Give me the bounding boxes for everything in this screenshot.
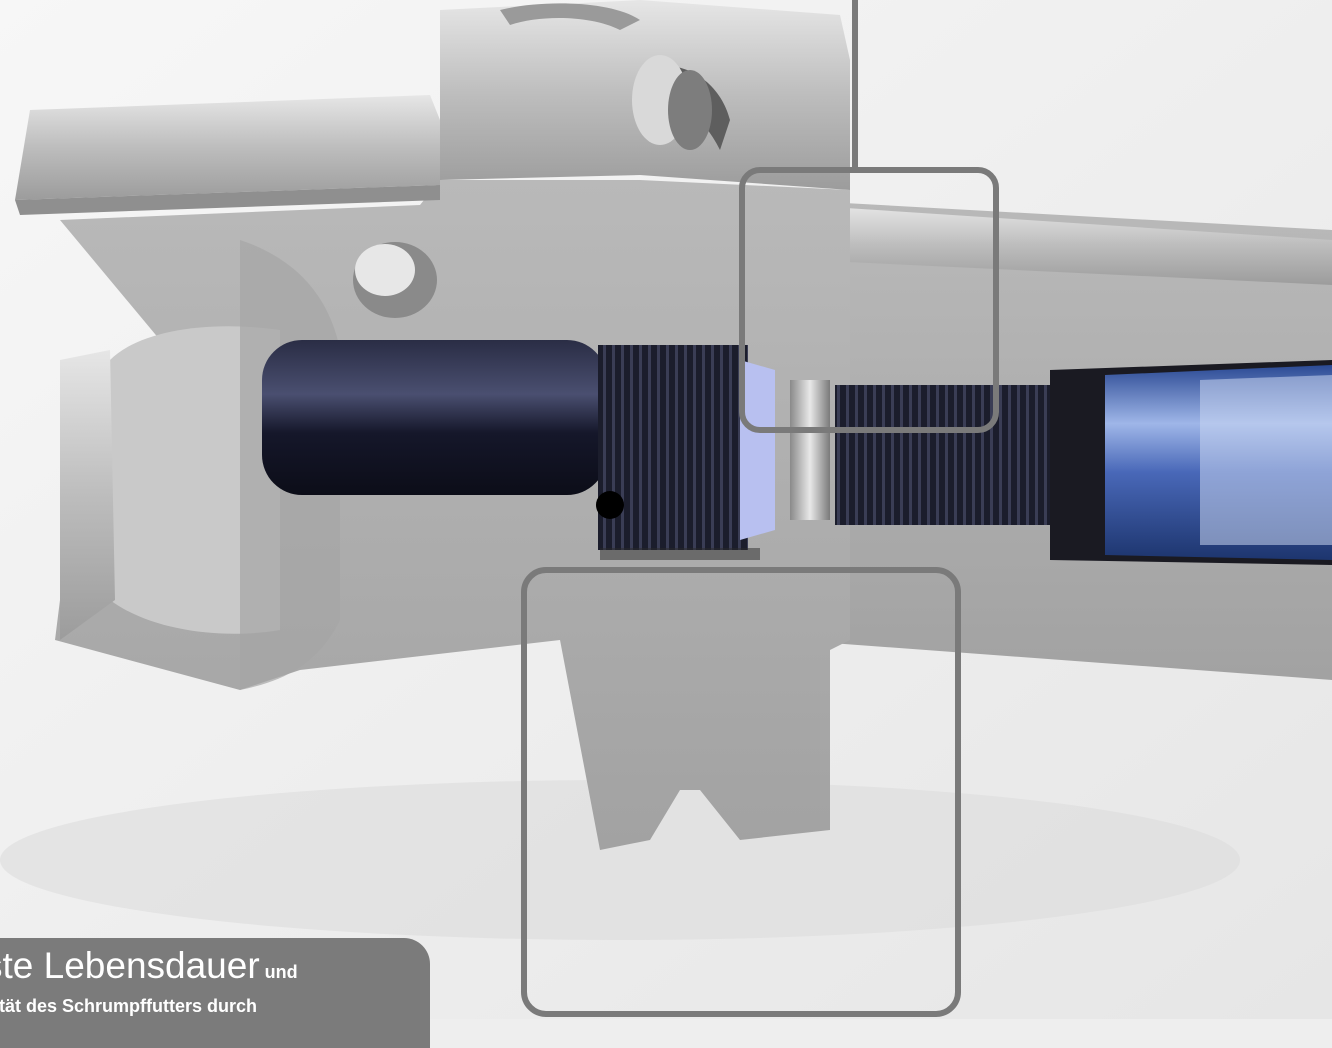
caption-box: ste Lebensdauer und ilität des Schrumpff… [0, 938, 430, 1048]
highlight-frame-flange [521, 567, 961, 1017]
tool-holder-cross-section-illustration [0, 0, 1332, 1019]
caption-line-2: ilität des Schrumpffutters durch [0, 996, 258, 1016]
caption-connector: und [259, 962, 298, 982]
highlight-frame-clamping [739, 167, 999, 433]
pull-stud-thread [598, 345, 748, 550]
caption-heading: ste Lebensdauer [0, 945, 260, 986]
pull-stud [262, 340, 607, 495]
tool-thread [835, 385, 1050, 525]
caption-line-1: ste Lebensdauer und [0, 944, 298, 994]
